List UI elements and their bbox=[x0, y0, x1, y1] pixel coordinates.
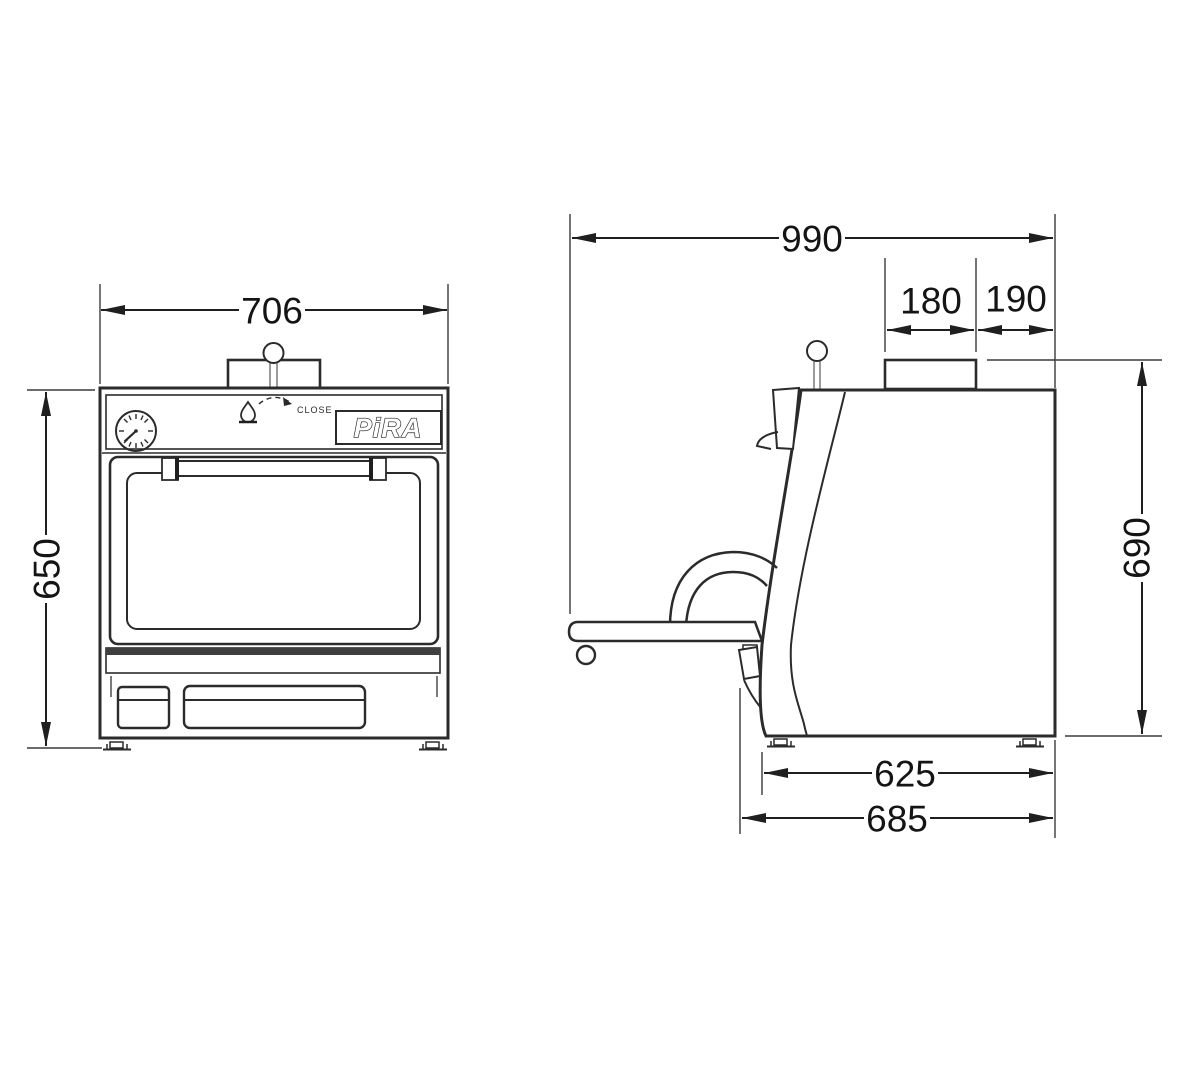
damper-knob-icon bbox=[806, 340, 828, 362]
label-backing bbox=[239, 292, 305, 328]
chimney-side bbox=[883, 358, 978, 391]
brand-logo: PiRA bbox=[335, 410, 442, 445]
leveling-foot bbox=[766, 738, 796, 748]
label-backing bbox=[1118, 514, 1154, 582]
chimney-offset-dim-label: 190 bbox=[985, 279, 1047, 320]
chimney-width-dim-label: 180 bbox=[900, 281, 962, 322]
flame-icon bbox=[239, 400, 257, 424]
door-top-bracket bbox=[771, 386, 801, 451]
side-depth-dim-label: 990 bbox=[781, 219, 843, 260]
drawer-small bbox=[116, 685, 171, 730]
door-handle-side bbox=[684, 570, 768, 627]
label-backing bbox=[864, 801, 930, 835]
front-view: 706 650 bbox=[27, 284, 450, 751]
side-view: 990 180 190 690 bbox=[567, 214, 1162, 840]
label-backing bbox=[28, 535, 64, 603]
close-arrowhead-icon bbox=[283, 397, 292, 406]
door-latch bbox=[737, 644, 762, 709]
side-height-dim-label: 690 bbox=[1117, 514, 1158, 582]
brand-logo-text: PiRA bbox=[354, 413, 423, 443]
damper-close-label: CLOSE bbox=[297, 405, 333, 415]
feet-depth-dim-label: 625 bbox=[874, 754, 936, 795]
drawer-wide bbox=[182, 684, 367, 730]
leveling-foot bbox=[418, 741, 448, 751]
base-depth-dim-label: 685 bbox=[866, 799, 928, 840]
side-shelf bbox=[567, 620, 764, 643]
chimney-front bbox=[226, 358, 322, 390]
label-backing bbox=[779, 220, 845, 256]
front-height-dim-label: 650 bbox=[27, 535, 68, 603]
leveling-foot bbox=[1015, 738, 1045, 748]
oven-body-side bbox=[758, 388, 1057, 738]
door-handle-side bbox=[668, 550, 778, 627]
damper-knob-icon bbox=[262, 342, 285, 364]
door-glass bbox=[126, 472, 421, 630]
drip-shelf-edge bbox=[106, 648, 440, 655]
leveling-foot bbox=[102, 741, 132, 751]
caster-wheel bbox=[575, 644, 597, 666]
door-handle bbox=[161, 457, 387, 481]
thermometer-icon bbox=[115, 410, 157, 452]
label-backing bbox=[872, 756, 938, 790]
door-inner-edge bbox=[789, 391, 846, 737]
svg-text:650: 650 bbox=[27, 538, 68, 600]
svg-text:690: 690 bbox=[1117, 517, 1158, 579]
front-width-dim-label: 706 bbox=[241, 291, 303, 332]
bracket-hook bbox=[755, 431, 779, 450]
